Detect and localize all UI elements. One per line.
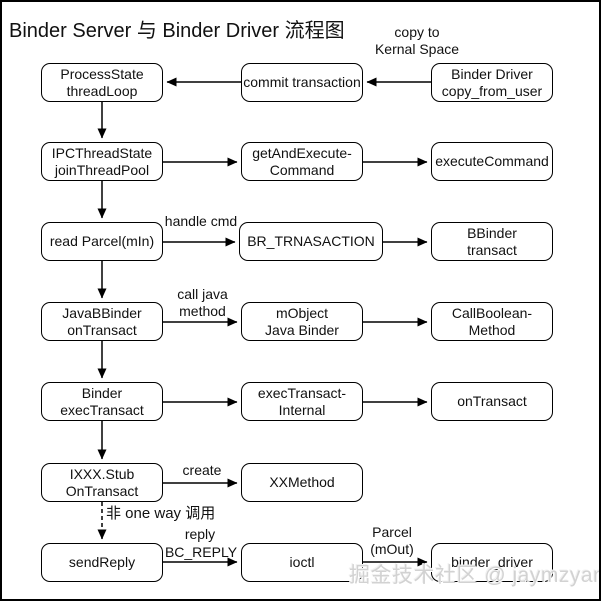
node-processstate-threadloop: ProcessState threadLoop: [41, 63, 163, 102]
diagram-title: Binder Server 与 Binder Driver 流程图: [9, 20, 345, 42]
label-bc-reply: BC_REPLY: [164, 544, 238, 560]
node-getandexecute-command: getAndExecute- Command: [241, 142, 363, 181]
watermark: 掘金技术社区 @ jaymzyang: [349, 564, 601, 587]
label-reply: reply: [184, 526, 216, 542]
node-ixxx-stub-ontransact: IXXX.Stub OnTransact: [41, 463, 163, 502]
node-sendreply: sendReply: [41, 543, 163, 582]
label-create: create: [182, 462, 222, 478]
node-read-parcel-min: read Parcel(mIn): [41, 222, 163, 261]
node-javabbinder-ontransact: JavaBBinder onTransact: [41, 302, 163, 341]
node-commit-transaction: commit transaction: [241, 63, 363, 102]
node-bbinder-transact: BBinder transact: [431, 222, 553, 261]
label-copy-to-kernal-space: copy to Kernal Space: [374, 24, 460, 57]
label-non-one-way: 非 one way 调用: [106, 505, 216, 522]
node-callboolean-method: CallBoolean- Method: [431, 302, 553, 341]
node-br-trnasaction: BR_TRNASACTION: [239, 222, 383, 261]
node-executecommand: executeCommand: [431, 142, 553, 181]
node-mobject-java-binder: mObject Java Binder: [241, 302, 363, 341]
node-binder-driver: binder_driver: [431, 543, 553, 582]
node-ipcthreadstate-jointhreadpool: IPCThreadState joinThreadPool: [41, 142, 163, 181]
node-xxmethod: XXMethod: [241, 463, 363, 502]
label-call-java-method: call java method: [177, 286, 228, 319]
label-parcel-mout: Parcel (mOut): [370, 524, 414, 557]
label-handle-cmd: handle cmd: [164, 213, 238, 229]
node-ontransact: onTransact: [431, 382, 553, 421]
node-ioctl: ioctl: [241, 543, 363, 582]
node-exectransact-internal: execTransact- Internal: [241, 382, 363, 421]
node-binder-exectransact: Binder execTransact: [41, 382, 163, 421]
node-binder-driver-copy-from-user: Binder Driver copy_from_user: [431, 63, 553, 102]
